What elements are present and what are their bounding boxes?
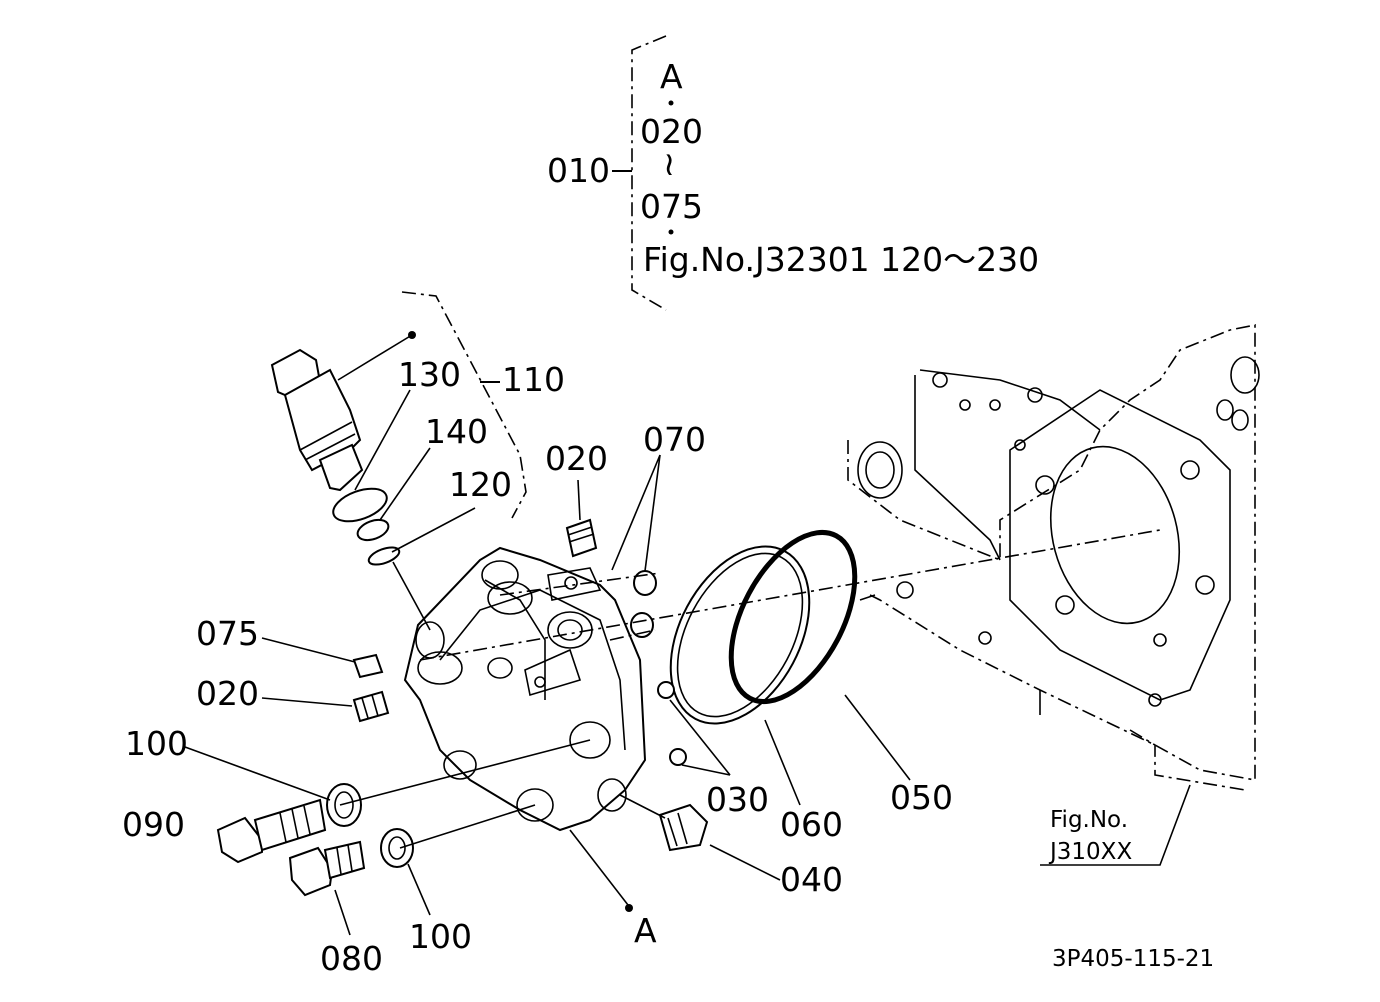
group-range-end: 075 <box>640 187 703 226</box>
related-fig-line2: J310XX <box>1048 839 1132 865</box>
plugs-030 <box>657 681 687 766</box>
relief-valve-assembly <box>270 291 527 631</box>
callout-100-b: 100 <box>409 917 472 956</box>
callout-020-top: 020 <box>545 439 608 478</box>
callout-110: 110 <box>502 360 565 399</box>
o-ring-050 <box>728 529 858 705</box>
plug-020-top <box>565 479 598 558</box>
leader-lines <box>184 389 1191 936</box>
bolt-090 <box>216 798 327 864</box>
washer-100-upper <box>326 783 362 827</box>
callout-labels: 010 A 020 ≀ 075 Fig.No.J32301 120～230 13… <box>122 57 1214 978</box>
callout-050: 050 <box>890 778 953 817</box>
drawing-number: 3P405-115-21 <box>1052 946 1214 972</box>
group-range-sep: ≀ <box>663 144 675 183</box>
washer-100-lower <box>380 828 414 868</box>
callout-080: 080 <box>320 939 383 978</box>
group-fig-ref: Fig.No.J32301 120～230 <box>643 240 1039 279</box>
marker-a: A <box>634 911 657 950</box>
callout-090: 090 <box>122 805 185 844</box>
ring-060 <box>669 545 811 725</box>
o-rings-070 <box>630 570 657 638</box>
plug-075 <box>352 653 384 679</box>
group-bracket-010 <box>612 35 674 311</box>
bolt-080 <box>288 840 366 897</box>
callout-010: 010 <box>547 151 610 190</box>
pump-cover-body <box>403 546 647 832</box>
callout-130: 130 <box>398 355 461 394</box>
callout-030: 030 <box>706 780 769 819</box>
relief-valve-cartridge <box>270 348 364 492</box>
o-ring-120 <box>367 546 401 566</box>
related-fig-line1: Fig.No. <box>1050 807 1128 833</box>
callout-100-a: 100 <box>125 724 188 763</box>
callout-020-left: 020 <box>196 674 259 713</box>
group-ref-a: A <box>660 57 683 96</box>
callout-120: 120 <box>449 465 512 504</box>
o-ring-130 <box>332 487 388 523</box>
callout-070: 070 <box>643 420 706 459</box>
centerlines <box>339 529 1161 849</box>
callout-060: 060 <box>780 805 843 844</box>
callout-040: 040 <box>780 860 843 899</box>
transmission-housing <box>847 324 1260 791</box>
plug-020-left <box>352 690 390 723</box>
plug-040 <box>658 803 709 852</box>
callout-140: 140 <box>425 412 488 451</box>
callout-075: 075 <box>196 614 259 653</box>
washer-140 <box>356 518 390 542</box>
group-range-start: 020 <box>640 112 703 151</box>
